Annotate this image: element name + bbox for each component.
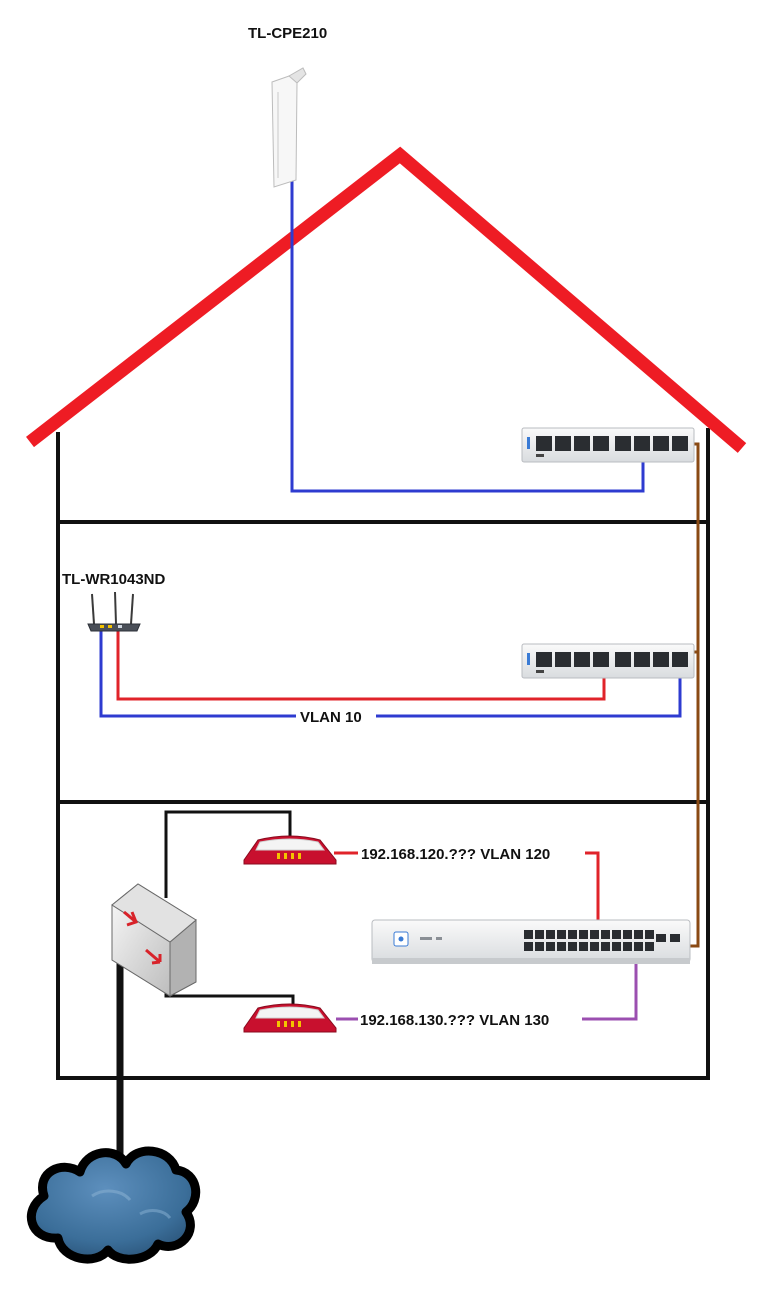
switch-24port-icon xyxy=(371,919,691,964)
antenna-label: TL-CPE210 xyxy=(248,25,327,42)
roof xyxy=(26,146,747,453)
switch-ports xyxy=(536,652,688,667)
distribution-box-icon xyxy=(111,883,197,997)
switch-8port-icon xyxy=(521,643,695,679)
cable-brown-trunk xyxy=(684,442,700,948)
vlan130-label: 192.168.130.??? VLAN 130 xyxy=(360,1012,549,1029)
cable-router-blue-left xyxy=(99,624,296,718)
wifi-router-icon xyxy=(87,591,141,632)
router-label: TL-WR1043ND xyxy=(62,571,166,588)
cable-router-red xyxy=(116,624,606,701)
switch-ports xyxy=(524,930,680,951)
switch-8port-icon xyxy=(521,427,695,463)
dsl-router-icon xyxy=(243,1003,337,1033)
cable-antenna-to-switch1 xyxy=(290,178,645,493)
cable-vlan120-switch xyxy=(585,851,600,940)
outdoor-antenna-icon xyxy=(271,67,307,188)
vlan10-label: VLAN 10 xyxy=(300,709,362,726)
switch-ports xyxy=(536,436,688,451)
dsl-router-icon xyxy=(243,835,337,865)
internet-cloud-icon xyxy=(26,1146,201,1264)
house-structure xyxy=(56,428,710,1080)
vlan120-label: 192.168.120.??? VLAN 120 xyxy=(361,846,550,863)
cable-vlan130-switch xyxy=(582,952,638,1021)
cables xyxy=(99,178,700,1160)
cable-router-blue-right xyxy=(376,676,682,718)
cable-box-to-router-top xyxy=(164,810,292,898)
